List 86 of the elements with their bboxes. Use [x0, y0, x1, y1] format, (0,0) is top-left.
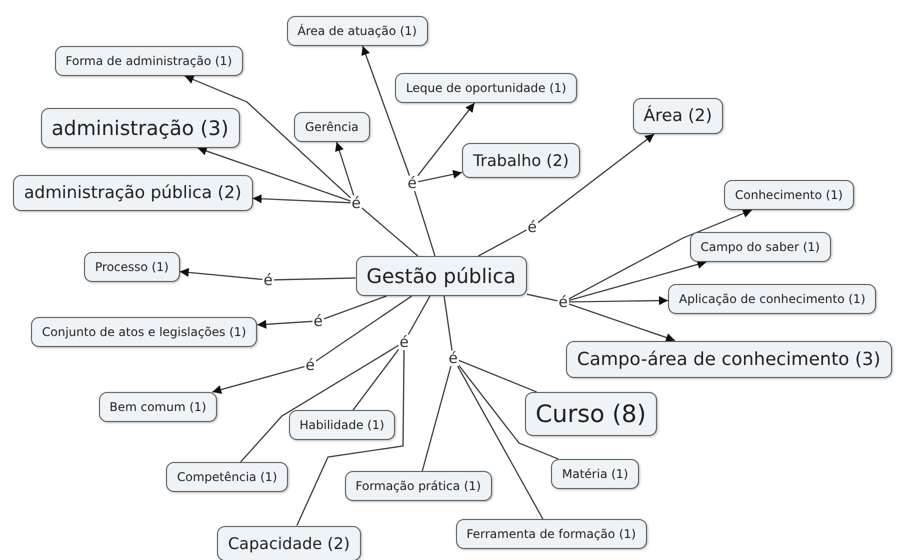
concept-box	[54, 46, 243, 76]
concept-box	[524, 392, 658, 436]
concept-label: Competência (1)	[177, 470, 278, 484]
connector	[257, 320, 313, 329]
linking-word: é	[398, 334, 410, 350]
concept-label: administração pública (2)	[24, 183, 242, 203]
connector	[352, 349, 399, 410]
connector	[315, 296, 412, 362]
concept-box	[551, 459, 640, 489]
connector	[444, 296, 453, 351]
concept-label: Campo do saber (1)	[700, 240, 820, 254]
concept-box	[13, 175, 253, 211]
linking-word: é	[448, 350, 459, 366]
linking-word: é	[262, 272, 274, 288]
concept-label: Gerência	[305, 120, 359, 134]
concept-label: Trabalho (2)	[473, 150, 569, 170]
concept-label: Matéria (1)	[562, 467, 628, 481]
concept-label: Habilidade (1)	[300, 418, 384, 432]
linking-word: é	[312, 314, 324, 328]
connector	[408, 296, 430, 335]
linking-word: é	[304, 358, 316, 372]
connector	[240, 344, 399, 462]
concept-box	[217, 526, 361, 560]
connector	[568, 303, 676, 342]
connector	[296, 350, 405, 526]
connector	[526, 294, 558, 302]
connector	[458, 364, 559, 460]
connector	[458, 360, 537, 393]
concept-label: Área de atuação (1)	[298, 24, 417, 38]
concept-box	[632, 98, 724, 134]
connector	[274, 277, 356, 280]
concept-box	[288, 410, 396, 440]
concept-label: Leque de oportunidade (1)	[406, 81, 566, 95]
connector	[456, 365, 544, 520]
connector	[212, 366, 305, 394]
concept-box	[356, 256, 527, 296]
concept-label: Aplicação de conhecimento (1)	[679, 292, 866, 306]
concept-box	[31, 317, 258, 347]
concept-box	[456, 519, 647, 549]
connector	[537, 134, 655, 224]
concept-box	[344, 471, 492, 501]
concept-box	[166, 462, 288, 492]
concept-label: Ferramenta de formação (1)	[466, 527, 636, 541]
connector	[324, 295, 387, 320]
connector	[335, 142, 354, 196]
concept-box	[98, 392, 218, 422]
concept-label: Forma de administração (1)	[66, 54, 232, 68]
concept-label: Gestão pública	[366, 264, 516, 288]
concept-label: Bem comum (1)	[110, 400, 206, 414]
concept-box	[286, 16, 428, 46]
linking-word: é	[350, 196, 362, 210]
concept-box	[40, 108, 240, 148]
concept-label: Campo-área de conhecimento (3)	[577, 348, 880, 370]
linking-word: é	[526, 220, 538, 234]
concept-label: Conhecimento (1)	[735, 188, 843, 202]
connector	[414, 190, 436, 256]
connector	[422, 365, 452, 472]
concept-box	[395, 73, 578, 103]
concept-box	[690, 232, 831, 262]
connector	[418, 170, 462, 182]
connector	[180, 268, 263, 280]
concept-box	[566, 340, 892, 378]
linking-word: é	[406, 176, 418, 190]
concept-label: Área (2)	[644, 106, 712, 126]
concept-box	[462, 142, 580, 178]
connector	[361, 207, 418, 256]
connector	[568, 260, 707, 301]
connector	[184, 75, 351, 198]
concept-box	[724, 180, 854, 210]
concept-label: Processo (1)	[95, 260, 169, 274]
concept-label: Conjunto de atos e legislações (1)	[42, 325, 246, 339]
connector	[568, 209, 752, 300]
connector	[478, 230, 527, 257]
concept-label: Curso (8)	[536, 400, 646, 428]
linking-word: é	[558, 294, 569, 310]
connector	[252, 194, 351, 204]
connector	[361, 46, 410, 176]
connector	[417, 102, 475, 176]
concept-box	[668, 284, 876, 314]
concept-box	[294, 112, 370, 142]
concept-label: Capacidade (2)	[228, 534, 350, 552]
concept-box	[84, 252, 180, 282]
concept-label: Formação prática (1)	[356, 479, 481, 493]
connector	[197, 146, 351, 202]
concept-label: administração (3)	[52, 116, 229, 140]
connector	[568, 296, 668, 306]
